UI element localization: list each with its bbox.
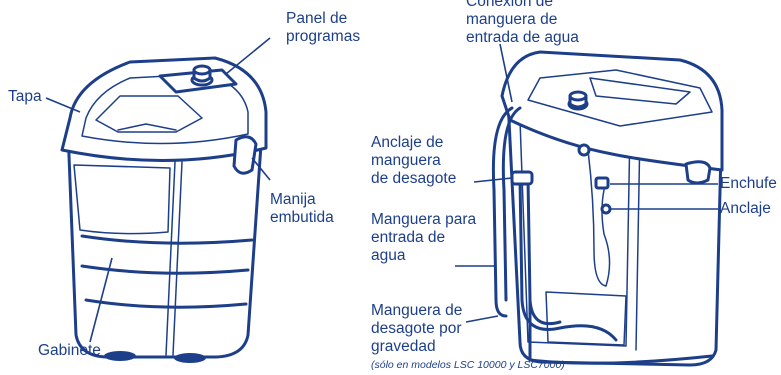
label-manguera-entrada: Manguera para entrada de agua (371, 211, 477, 264)
label-manguera-desagote: Manguera de desagote por gravedad (371, 302, 463, 355)
front-handle-recess (232, 135, 258, 175)
drain-hose (518, 176, 618, 342)
label-conexion-manguera: Conexión de manguera de entrada de agua (466, 0, 579, 46)
inlet-hose (491, 106, 514, 318)
label-nota-modelos: (sólo en modelos LSC 10000 y LSC7000) (371, 359, 565, 371)
leader-manguera-desagote (465, 315, 499, 323)
label-enchufe: Enchufe (720, 175, 777, 192)
anchor-clip (600, 203, 612, 215)
front-lid-inner (81, 73, 249, 145)
front-side-edge-2 (172, 161, 183, 356)
label-anclaje: Anclaje (720, 200, 771, 217)
power-plug (594, 176, 610, 190)
front-side-edge (165, 161, 176, 356)
leader-manija (251, 157, 271, 181)
leader-anclaje-desagote (473, 177, 513, 183)
back-knob-top (568, 90, 588, 102)
front-upper-recess (73, 164, 171, 235)
front-washer (60, 56, 268, 363)
front-knob-top (192, 64, 212, 76)
front-lid-handle (117, 123, 177, 131)
back-lid-recess (589, 77, 691, 105)
drain-anchor (510, 170, 534, 186)
back-washer (491, 50, 724, 367)
leader-gabinete (89, 257, 113, 343)
front-band-top (80, 234, 254, 245)
label-manija-embutida: Manija embutida (270, 191, 334, 226)
back-base-band (528, 298, 714, 365)
front-band-bottom (80, 264, 250, 275)
back-lid-inner (527, 69, 713, 127)
label-gabinete: Gabinete (38, 342, 101, 359)
leader-panel (225, 37, 271, 75)
label-tapa: Tapa (8, 88, 42, 105)
inlet-connection (577, 143, 591, 157)
drain-hose-2 (526, 176, 562, 326)
front-foot-left (104, 351, 136, 361)
leader-conexion (499, 43, 513, 103)
front-band-base (84, 298, 248, 309)
back-side-edge (635, 129, 641, 351)
inlet-hose-2 (501, 106, 522, 302)
label-panel-de-programas: Panel de programas (286, 10, 361, 45)
front-foot-right (174, 353, 206, 363)
back-cabinet (506, 98, 724, 367)
leader-tapa (45, 97, 81, 113)
label-anclaje-desagote: Anclaje de manguera de desagote (371, 134, 457, 187)
back-handle-recess (684, 160, 712, 185)
power-cord (587, 149, 611, 287)
back-base-recess (545, 291, 627, 346)
front-lid-recess (95, 95, 203, 133)
